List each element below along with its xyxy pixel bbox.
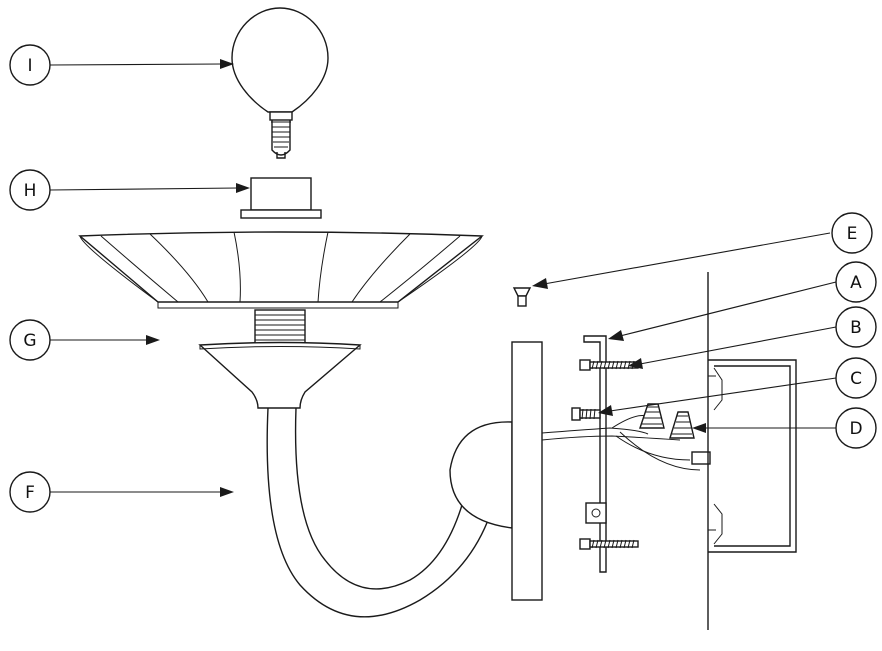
glass-shade (78, 231, 484, 309)
callout-h-label: H (24, 181, 37, 201)
callout-e: E (831, 212, 873, 254)
callout-g-label: G (23, 331, 36, 351)
callout-f-label: F (25, 483, 35, 503)
wall-canopy (511, 341, 543, 601)
callout-i-label: I (27, 56, 32, 76)
mounting-screw-bottom (579, 538, 639, 550)
small-screw (512, 287, 532, 307)
mounting-screw-top (579, 359, 639, 371)
leader-line-d (692, 423, 836, 433)
callout-b-label: B (850, 318, 862, 338)
callout-e-label: E (847, 224, 858, 244)
callout-d: D (835, 407, 877, 449)
light-bulb (231, 7, 329, 159)
junction-box (708, 359, 797, 553)
callout-d-label: D (849, 419, 862, 439)
leader-line-h (49, 183, 250, 193)
threaded-neck (254, 309, 306, 347)
leader-line-a (608, 281, 837, 341)
leader-line-i (49, 59, 234, 69)
leader-line-g (50, 335, 160, 345)
leader-line-c (598, 377, 837, 416)
callout-g: G (9, 319, 51, 361)
callout-h: H (9, 169, 51, 211)
callout-c: C (835, 357, 877, 399)
callout-a: A (835, 261, 877, 303)
socket-cup (240, 177, 322, 219)
cone-holder (198, 341, 362, 409)
curved-arm (266, 407, 491, 618)
mounting-strap (583, 335, 607, 573)
leader-line-e (532, 232, 831, 289)
ground-screw (571, 407, 601, 421)
callout-a-label: A (850, 273, 862, 293)
callout-i: I (9, 44, 51, 86)
callout-b: B (835, 306, 877, 348)
leader-line-f (50, 487, 234, 497)
callout-c-label: C (850, 369, 862, 389)
dome-knob (449, 421, 513, 529)
callout-f: F (9, 471, 51, 513)
leader-line-b (628, 326, 837, 369)
wire-nuts (639, 403, 711, 465)
